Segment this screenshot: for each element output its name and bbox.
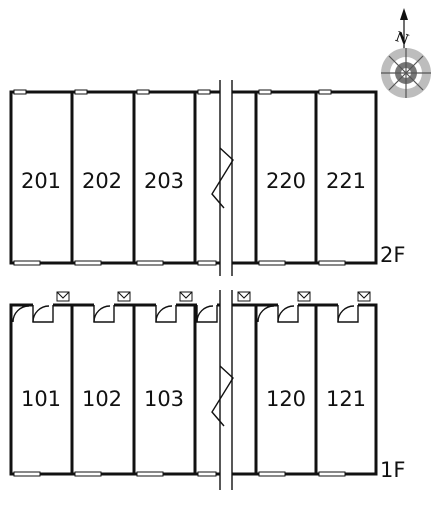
unit-202: 202 bbox=[82, 169, 122, 193]
floor-1f-plan bbox=[9, 303, 378, 476]
unit-102: 102 bbox=[82, 387, 122, 411]
unit-120: 120 bbox=[266, 387, 306, 411]
floor-1f-windows bbox=[13, 471, 346, 477]
floor-2f-break bbox=[211, 80, 234, 276]
compass-icon: N bbox=[381, 8, 431, 98]
floor-label-1f: 1F bbox=[380, 458, 405, 482]
unit-101: 101 bbox=[21, 387, 61, 411]
unit-221: 221 bbox=[326, 169, 366, 193]
compass-north-label: N bbox=[393, 29, 411, 48]
unit-203: 203 bbox=[144, 169, 184, 193]
unit-121: 121 bbox=[326, 387, 366, 411]
unit-220: 220 bbox=[266, 169, 306, 193]
floor-label-2f: 2F bbox=[380, 243, 405, 267]
floor-2f-plan bbox=[9, 90, 378, 265]
floor-2f-windows bbox=[13, 89, 346, 266]
unit-103: 103 bbox=[144, 387, 184, 411]
floor-1f-entrance-marks bbox=[56, 291, 371, 302]
floor-1f-entrances bbox=[12, 303, 359, 323]
floor-1f-break bbox=[211, 290, 234, 490]
unit-201: 201 bbox=[21, 169, 61, 193]
